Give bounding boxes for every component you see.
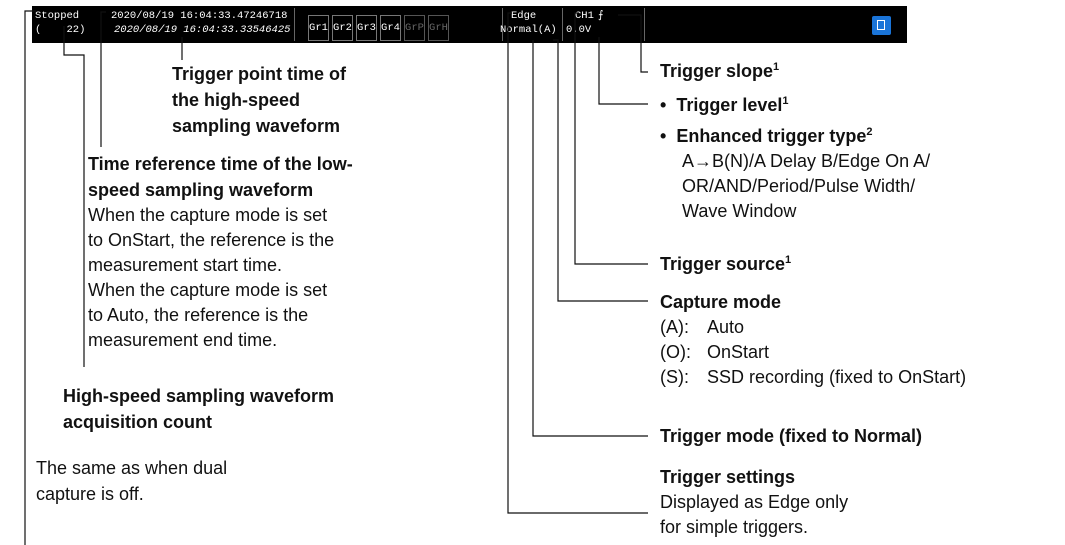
reference-time: 2020/08/19 16:04:33.33546425 — [114, 24, 291, 36]
label-capture-mode: Capture mode (A):Auto (O):OnStart (S):SS… — [660, 292, 967, 387]
tab-grp[interactable]: GrP — [404, 15, 425, 41]
leader-ls-reference — [100, 11, 106, 147]
tab-grh[interactable]: GrH — [428, 15, 449, 41]
label-enhanced-type: • Enhanced trigger type2 A→B(N)/A Delay … — [660, 126, 931, 221]
tab-gr1[interactable]: Gr1 — [308, 15, 329, 41]
leader-trigger-source — [574, 12, 648, 265]
leader-trigger-slope — [618, 14, 648, 73]
leader-capture-mode — [553, 39, 648, 302]
label-trigger-mode: Trigger mode (fixed to Normal) — [660, 426, 923, 446]
label-hs-count: High-speed sampling waveform acquisition… — [63, 386, 335, 432]
label-ls-reference: Time reference time of the low-speed sam… — [88, 154, 353, 350]
status-label: Stopped — [35, 10, 80, 22]
leader-trigger-level — [598, 37, 648, 105]
label-trigger-source: Trigger source1 — [660, 254, 792, 274]
status-bar: Stopped ( 22) 2020/08/19 16:04:33.472467… — [32, 6, 907, 43]
trigger-level: 0.0V — [566, 24, 592, 36]
label-trigger-level: • Trigger level1 — [660, 95, 789, 115]
trigger-source: CH1 — [575, 10, 594, 22]
leader-dual-off — [24, 10, 36, 545]
label-hs-trigger-time: Trigger point time of the high-speed sam… — [172, 64, 346, 136]
tab-gr2[interactable]: Gr2 — [332, 15, 353, 41]
acquisition-count: ( 22) — [35, 24, 86, 36]
menu-icon[interactable] — [872, 16, 891, 35]
leader-trigger-settings — [507, 12, 648, 514]
trigger-type: Edge — [511, 10, 537, 22]
trigger-slope-icon: ⨍ — [598, 10, 604, 22]
label-trigger-slope: Trigger slope1 — [660, 61, 780, 81]
tab-gr4[interactable]: Gr4 — [380, 15, 401, 41]
tab-gr3[interactable]: Gr3 — [356, 15, 377, 41]
label-trigger-settings: Trigger settings Displayed as Edge only … — [660, 467, 849, 537]
trigger-mode: Normal(A) — [500, 24, 557, 36]
label-dual-off: The same as when dual capture is off. — [36, 458, 228, 504]
leader-hs-count — [63, 26, 85, 367]
leader-trigger-mode — [532, 40, 648, 437]
trigger-time: 2020/08/19 16:04:33.47246718 — [111, 10, 288, 22]
